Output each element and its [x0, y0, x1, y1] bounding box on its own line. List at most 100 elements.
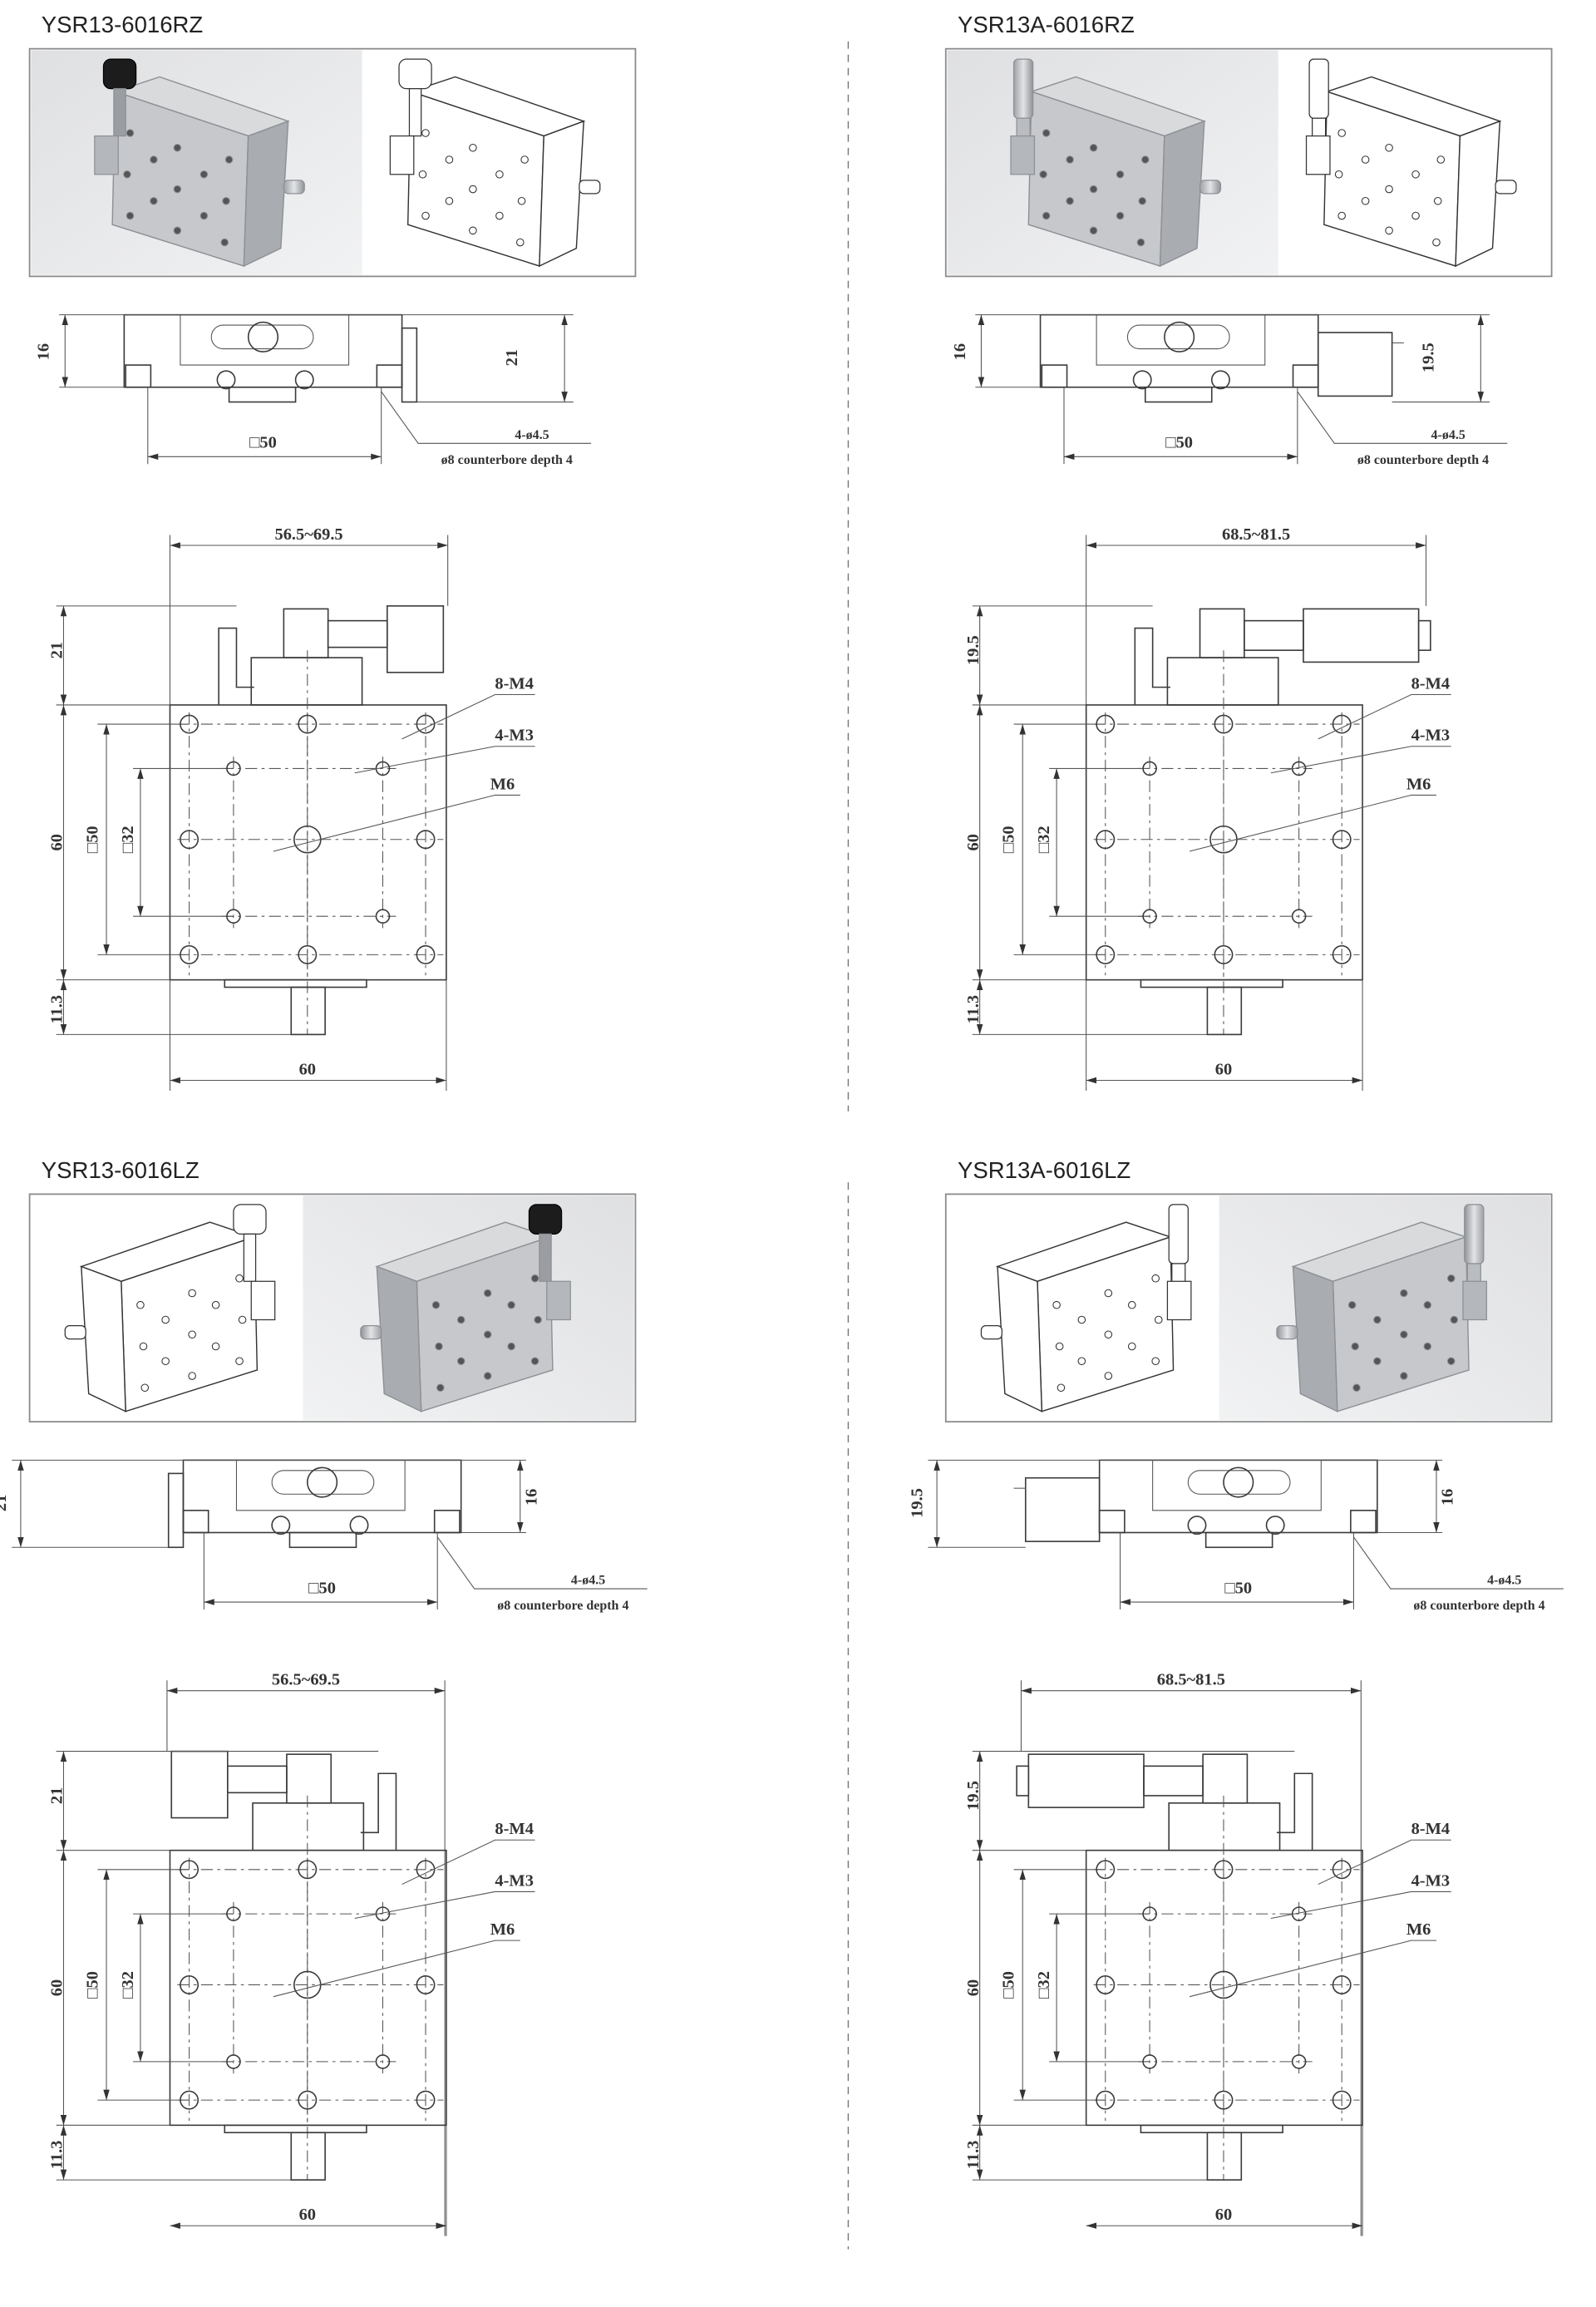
stage-hole	[436, 1383, 445, 1393]
hole-m3	[1142, 1906, 1157, 1921]
carriage-top	[1202, 1753, 1249, 1804]
shaft	[227, 1765, 288, 1794]
dim-total-height: 21	[503, 349, 521, 366]
stage-hole	[1138, 196, 1147, 205]
hole-m4	[298, 2090, 318, 2110]
dim-bottom: 11.3	[48, 2141, 66, 2170]
dim-drive-height: 19.5	[964, 635, 983, 665]
hole-m4	[1332, 830, 1352, 850]
bracket	[1134, 627, 1170, 705]
stage-hole	[1055, 1342, 1064, 1351]
stage-hole	[1373, 1357, 1382, 1366]
dim-sq50: □50	[1000, 826, 1018, 853]
stage-hole	[1042, 211, 1051, 220]
lock-pin-bottom	[1206, 986, 1243, 1036]
lock-pin	[64, 1324, 86, 1340]
stage-hole	[431, 1300, 441, 1309]
hole-m3	[226, 909, 241, 924]
hole-m4	[416, 944, 436, 964]
screw-icon	[216, 370, 236, 390]
stage-hole	[1077, 1315, 1086, 1324]
dim-sq32: □32	[119, 826, 137, 853]
dim-hole-pitch: □50	[1224, 1579, 1252, 1597]
lock-pin	[1495, 180, 1517, 195]
stage-hole	[1052, 1300, 1061, 1309]
stage-hole	[435, 1342, 443, 1351]
stage-hole	[483, 1330, 492, 1339]
drive-block	[252, 1802, 365, 1851]
stage-hole	[173, 143, 182, 152]
photo-content	[31, 50, 601, 275]
note-holes: 4-ø4.5	[515, 428, 549, 442]
stage-hole	[1400, 1330, 1408, 1339]
bottom-rail	[1140, 979, 1283, 988]
lock-screw-head	[1164, 321, 1195, 352]
label-m4: 8-M4	[1411, 1820, 1451, 1838]
leader-line	[401, 693, 535, 740]
dim-travel: 68.5~81.5	[1157, 1671, 1225, 1689]
stage-hole	[1361, 155, 1370, 164]
stage-side	[1455, 120, 1501, 268]
dim-sq50: □50	[1000, 1971, 1018, 1999]
stage-hole	[456, 1315, 466, 1324]
hole-m4	[1096, 1860, 1116, 1880]
carriage-top	[286, 1753, 332, 1804]
stage-hole	[1089, 226, 1098, 235]
dim-bottom: 11.3	[964, 995, 983, 1024]
dim-drive-height: 19.5	[964, 1781, 983, 1811]
stage-hole	[188, 1372, 196, 1380]
stage-hole	[224, 155, 234, 164]
dim-plate-width: 60	[299, 1060, 316, 1078]
screw-icon	[1132, 370, 1152, 390]
hole-m4	[416, 2090, 436, 2110]
micrometer-sleeve	[1143, 1765, 1204, 1797]
hole-m4	[1096, 830, 1116, 850]
stage-hole	[483, 1289, 492, 1298]
hole-m4	[1214, 1860, 1234, 1880]
stage-hole	[188, 1289, 196, 1298]
dim-drive-height: 21	[48, 1787, 66, 1804]
note-holes: 4-ø4.5	[1431, 428, 1465, 442]
hole-m3	[1142, 2054, 1157, 2069]
model-title: YSR13-6016LZ	[42, 1157, 200, 1183]
knob-drum	[170, 1750, 229, 1819]
stage-hole	[235, 1357, 244, 1366]
stage-hole	[445, 196, 454, 205]
stage-hole	[495, 211, 504, 220]
note-counterbore: ø8 counterbore depth 4	[497, 1599, 628, 1613]
stage-hole	[1089, 143, 1098, 152]
hole-m4	[1096, 714, 1116, 734]
stage-side	[997, 1265, 1043, 1412]
stage-hole	[1373, 1315, 1382, 1324]
stage-side	[539, 120, 585, 268]
dim-body-height: 16	[35, 343, 53, 360]
stage-hole	[200, 170, 209, 179]
label-m3: 4-M3	[495, 1871, 534, 1890]
counterbore	[433, 1510, 461, 1534]
knob-icon	[102, 58, 137, 90]
stage-hole	[1151, 1274, 1160, 1283]
stage-hole	[136, 1300, 145, 1309]
drive-bracket	[546, 1280, 571, 1321]
lock-screw-head	[247, 321, 279, 352]
bottom-tab	[1144, 386, 1213, 403]
stage-hole	[1077, 1357, 1086, 1366]
stage-hole	[1450, 1315, 1459, 1324]
stage-hole	[1423, 1300, 1432, 1309]
stage-hole	[530, 1274, 539, 1283]
stage-hole	[238, 1315, 247, 1324]
stage-hole	[1347, 1300, 1357, 1309]
drive-block	[1168, 1802, 1281, 1851]
hole-m4	[416, 830, 436, 850]
screw-icon	[1187, 1516, 1207, 1536]
stage-hole	[1400, 1289, 1408, 1298]
leader-line	[354, 746, 535, 774]
stage-side	[1159, 120, 1205, 268]
stage-hole	[222, 196, 230, 205]
hole-m4	[1332, 714, 1352, 734]
hole-m4	[1096, 2090, 1116, 2110]
hole-m4	[298, 1860, 318, 1880]
dim-plate-height: 60	[964, 834, 983, 850]
dim-sq32: □32	[1035, 1971, 1053, 1999]
